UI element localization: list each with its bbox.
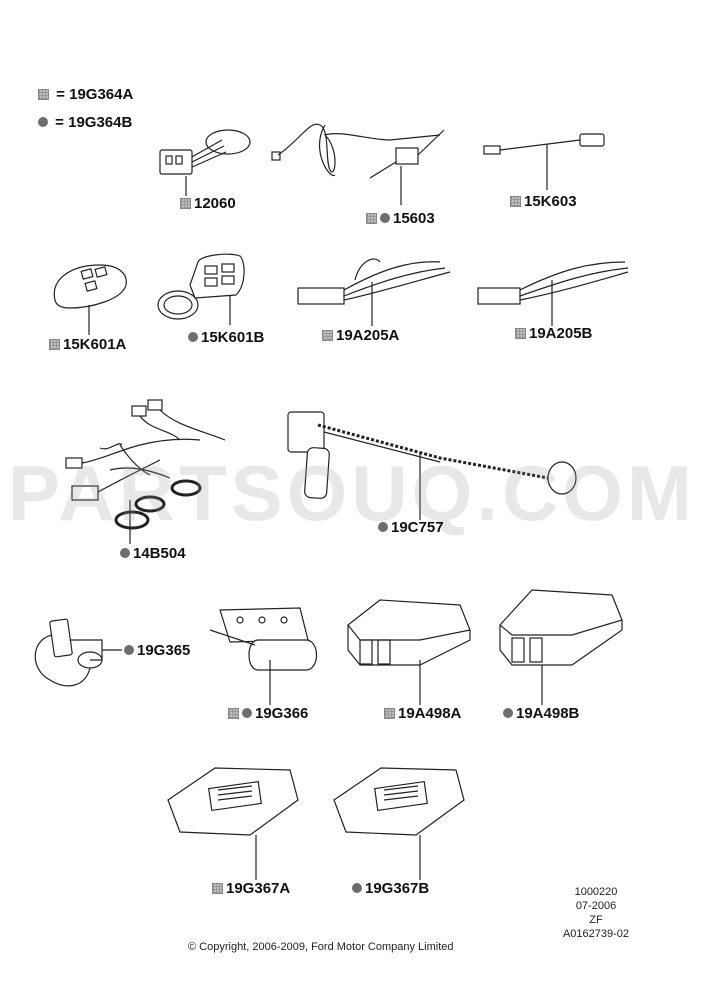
part-label-19A205B[interactable]: 19A205B (515, 325, 592, 343)
dot-symbol-icon (378, 522, 388, 533)
part-12060-drawing (159, 129, 251, 196)
legend-code: 19G364B (68, 114, 133, 131)
part-19G367B-drawing (333, 767, 465, 880)
part-19A205B-drawing (477, 261, 629, 326)
square-symbol-icon (366, 212, 377, 224)
part-19A498A-drawing (347, 599, 471, 705)
part-19G365-drawing (34, 618, 122, 687)
square-symbol-icon (212, 882, 223, 894)
drawing-meta: 1000220 07-2006 ZF A0162739-02 (560, 886, 632, 940)
legend-eq: = (56, 86, 65, 103)
square-symbol-icon (180, 197, 191, 209)
watermark: PARTSOUQ.COM (8, 449, 696, 537)
dot-symbol-icon (352, 883, 362, 894)
dot-symbol-icon (124, 645, 134, 656)
part-15K601B-drawing (157, 253, 245, 325)
meta-line: A0162739-02 (562, 928, 630, 940)
part-label-19G367A[interactable]: 19G367A (212, 880, 290, 898)
part-label-19G367B[interactable]: 19G367B (352, 880, 429, 898)
part-19A498B-drawing (499, 589, 623, 705)
legend-row-dot: = 19G364B (38, 114, 132, 132)
part-label-19G366[interactable]: 19G366 (228, 705, 308, 723)
meta-line: 1000220 (574, 886, 618, 898)
part-15K603-drawing (483, 133, 605, 190)
legend-code: 19G364A (69, 86, 134, 103)
square-symbol-icon (322, 329, 333, 341)
square-symbol-icon (49, 338, 60, 350)
part-label-19A205A[interactable]: 19A205A (322, 327, 399, 345)
square-symbol-icon (38, 88, 49, 100)
copyright-notice: © Copyright, 2006-2009, Ford Motor Compa… (188, 941, 454, 953)
square-symbol-icon (515, 327, 526, 339)
dot-symbol-icon (503, 708, 513, 719)
part-label-19A498A[interactable]: 19A498A (384, 705, 461, 723)
meta-line: 07-2006 (575, 900, 617, 912)
part-label-19A498B[interactable]: 19A498B (503, 705, 579, 723)
part-14B504-drawing (65, 399, 226, 544)
part-label-15603[interactable]: 15603 (366, 210, 435, 228)
dot-symbol-icon (242, 708, 252, 719)
part-19C757-drawing (287, 411, 577, 520)
legend-row-square: = 19G364A (38, 86, 133, 104)
part-label-15K601A[interactable]: 15K601A (49, 336, 126, 354)
part-19G366-drawing (209, 607, 318, 705)
part-label-14B504[interactable]: 14B504 (120, 545, 186, 563)
part-15K601A-drawing (53, 264, 127, 335)
legend-eq: = (55, 114, 64, 131)
dot-symbol-icon (38, 117, 48, 128)
part-19G367A-drawing (167, 767, 299, 880)
part-15603-drawing (271, 123, 445, 205)
part-label-12060[interactable]: 12060 (180, 195, 236, 213)
meta-line: ZF (589, 914, 603, 926)
dot-symbol-icon (120, 548, 130, 559)
part-label-19G365[interactable]: 19G365 (124, 642, 190, 660)
part-label-15K603[interactable]: 15K603 (510, 193, 577, 211)
part-label-15K601B[interactable]: 15K601B (188, 329, 264, 347)
square-symbol-icon (384, 707, 395, 719)
part-label-19C757[interactable]: 19C757 (378, 519, 444, 537)
part-19A205A-drawing (297, 258, 451, 326)
dot-symbol-icon (188, 332, 198, 343)
dot-symbol-icon (380, 213, 390, 224)
square-symbol-icon (510, 195, 521, 207)
square-symbol-icon (228, 707, 239, 719)
